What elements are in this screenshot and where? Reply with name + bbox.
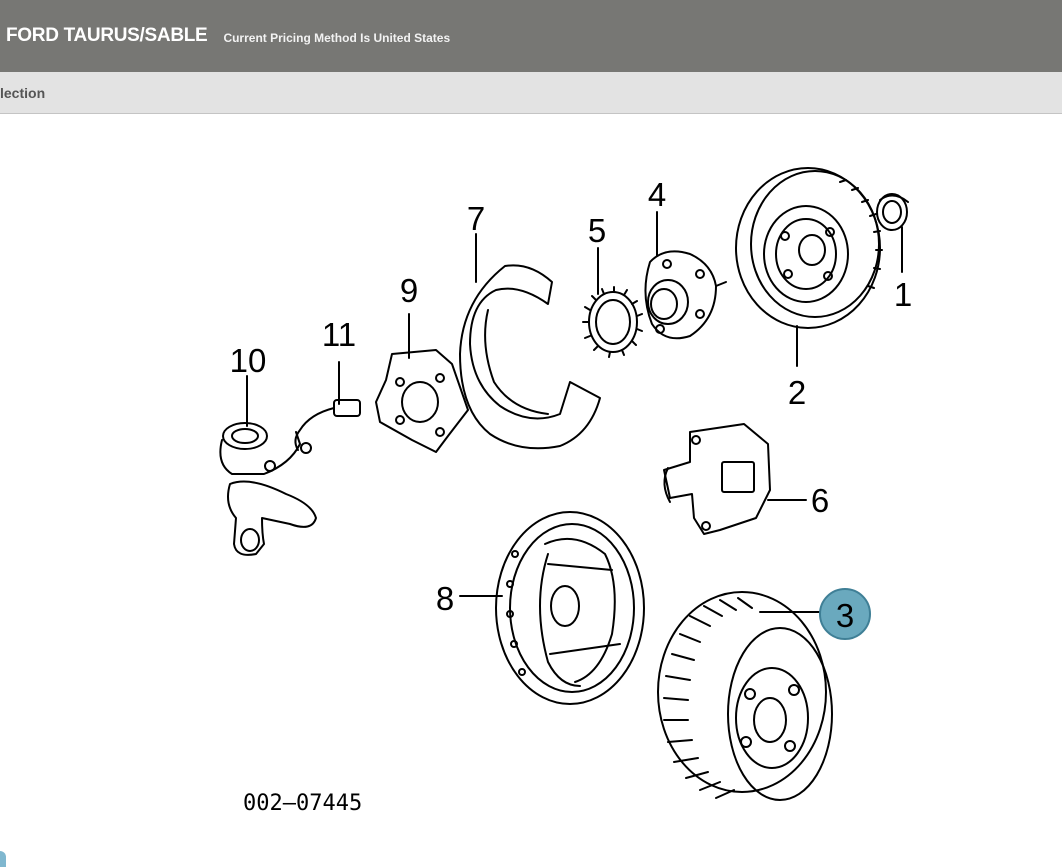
part-4-hub[interactable]: [644, 250, 727, 340]
vehicle-title: FORD TAURUS/SABLE: [6, 25, 208, 46]
part-2-rotor[interactable]: [735, 167, 883, 329]
callout-10-label[interactable]: 10: [230, 342, 267, 379]
part-5-tone-ring[interactable]: [582, 286, 643, 358]
pricing-method-note: Current Pricing Method Is United States: [223, 31, 451, 45]
part-10-knuckle[interactable]: [219, 422, 317, 556]
part-1-bearing[interactable]: [876, 193, 909, 231]
selection-bar: lection: [0, 72, 1062, 114]
callout-9-label[interactable]: 9: [400, 272, 418, 309]
part-3-brake-drum[interactable]: [657, 591, 833, 801]
selected-callout-badge[interactable]: [819, 588, 871, 640]
callout-3-label[interactable]: 3: [836, 597, 854, 634]
callout-8-label[interactable]: 8: [436, 580, 454, 617]
callout-6-label[interactable]: 6: [811, 482, 829, 519]
diagram-number: 002–07445: [243, 791, 362, 816]
part-11-abs-sensor[interactable]: [294, 399, 361, 454]
selection-label[interactable]: lection: [0, 84, 46, 101]
part-7-dust-shield[interactable]: [459, 264, 601, 450]
callout-1-label[interactable]: 1: [894, 276, 912, 313]
part-6-caliper[interactable]: [663, 423, 771, 535]
callout-11-label[interactable]: 11: [322, 316, 356, 353]
callout-5-label[interactable]: 5: [588, 212, 606, 249]
callout-4-label[interactable]: 4: [648, 176, 666, 213]
callout-2-label[interactable]: 2: [788, 374, 806, 411]
corner-tab[interactable]: [0, 851, 6, 867]
top-header-bar: FORD TAURUS/SABLE Current Pricing Method…: [0, 0, 1062, 72]
parts-diagram: 3 1 2 4 5 6 7 8 9 10 11 002–07445: [0, 114, 1062, 867]
parts-diagram-drawing: 3 1 2 4 5 6 7 8 9 10 11 002–07445: [219, 167, 912, 816]
part-8-backing-plate[interactable]: [495, 511, 645, 705]
part-9-anchor-bracket[interactable]: [375, 349, 469, 453]
callout-7-label[interactable]: 7: [467, 200, 485, 237]
